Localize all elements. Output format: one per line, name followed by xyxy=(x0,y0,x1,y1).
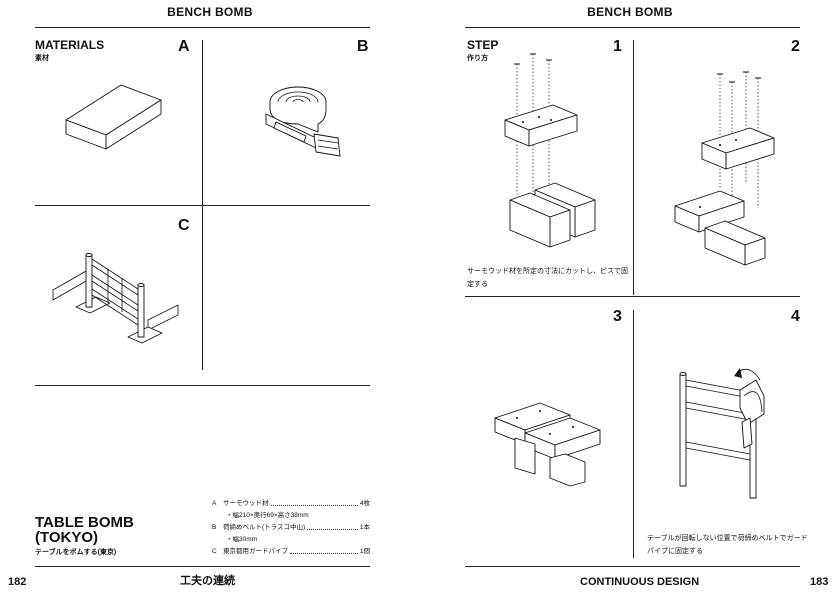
material-qty: 1個 xyxy=(359,548,370,555)
material-item-a: A サーモウッド材 4枚 xyxy=(212,498,370,510)
table-bomb-title-line2: (TOKYO) xyxy=(35,529,99,546)
material-name: 荷締めベルト(トラスコ中山) xyxy=(223,524,306,531)
step-2-number: 2 xyxy=(791,38,800,55)
material-key: C xyxy=(212,548,217,555)
running-head-left: BENCH BOMB xyxy=(167,5,253,19)
table-bomb-title-line1: TABLE BOMB xyxy=(35,514,134,531)
step-subtitle: 作り方 xyxy=(467,55,488,62)
footer-rule-left xyxy=(35,566,370,567)
step-1-caption: サーモウッド材を所定の寸法にカットし、ビスで固 定する xyxy=(467,265,628,291)
material-item-b: B 荷締めベルト(トラスコ中山) 1本 xyxy=(212,522,370,534)
page-number-right: 183 xyxy=(810,576,829,588)
materials-title: MATERIALS xyxy=(35,38,105,52)
steps-vertical-rule-top xyxy=(633,40,634,295)
steps-vertical-rule-bottom xyxy=(633,310,634,558)
panel-b-label: B xyxy=(357,38,369,55)
step-4-illustration xyxy=(679,368,765,499)
material-note: ・幅210×奥行69×高さ38mm xyxy=(226,512,309,519)
ratchet-strap-illustration xyxy=(265,86,341,157)
step-2-illustration xyxy=(674,71,775,266)
step-4-caption-line1: テーブルが回転しない位置で荷締めベルトでガード xyxy=(647,535,808,542)
materials-subtitle: 素材 xyxy=(35,55,49,62)
step-1-illustration xyxy=(504,53,596,248)
step-3-illustration xyxy=(494,402,601,487)
material-name: サーモウッド材 xyxy=(223,500,269,507)
leader-dots xyxy=(270,498,358,506)
panel-c-label: C xyxy=(178,217,190,234)
step-4-number: 4 xyxy=(791,308,800,325)
step-3-number: 3 xyxy=(613,308,622,325)
table-bomb-title: TABLE BOMB (TOKYO) xyxy=(35,515,134,545)
material-qty: 4枚 xyxy=(359,500,370,507)
step-1-number: 1 xyxy=(613,38,622,55)
leader-dots xyxy=(290,546,358,554)
leader-dots xyxy=(307,522,358,530)
step-1-caption-line2: 定する xyxy=(467,281,488,288)
step-4-caption-line2: パイプに固定する xyxy=(647,548,703,555)
table-bomb-subtitle: テーブルをボムする(東京) xyxy=(35,549,117,556)
step-4-caption: テーブルが回転しない位置で荷締めベルトでガード パイプに固定する xyxy=(647,532,808,558)
left-page: BENCH BOMB MATERIALS 素材 A B C xyxy=(8,5,370,588)
material-name: 東京都用ガードパイプ xyxy=(223,548,288,555)
material-key: A xyxy=(212,500,217,507)
step-1-caption-line1: サーモウッド材を所定の寸法にカットし、ビスで固 xyxy=(467,268,628,275)
material-key: B xyxy=(212,524,217,531)
page-number-left: 182 xyxy=(8,576,27,588)
material-qty: 1本 xyxy=(359,524,370,531)
wood-plank-illustration xyxy=(65,84,162,150)
materials-row-rule xyxy=(35,205,370,206)
material-item-c: C 東京都用ガードパイプ 1個 xyxy=(212,546,370,558)
header-rule-right xyxy=(465,27,800,28)
materials-list: A サーモウッド材 4枚 ・幅210×奥行69×高さ38mm B 荷締めベルト(… xyxy=(212,498,370,558)
footer-title-right: CONTINUOUS DESIGN xyxy=(580,576,700,588)
footer-title-left: 工夫の連続 xyxy=(180,575,235,587)
right-page: BENCH BOMB STEP 作り方 1 2 3 4 サーモウッド材を所定の寸… xyxy=(420,0,840,593)
footer-rule-right xyxy=(465,566,800,567)
guard-pipe-illustration xyxy=(52,253,179,344)
header-rule-left xyxy=(35,27,370,28)
running-head-right: BENCH BOMB xyxy=(587,5,673,19)
materials-bottom-rule xyxy=(35,385,370,386)
material-note: ・幅30mm xyxy=(226,536,258,543)
steps-row-rule xyxy=(465,296,800,297)
step-title: STEP xyxy=(467,38,499,52)
panel-a-label: A xyxy=(178,38,190,55)
